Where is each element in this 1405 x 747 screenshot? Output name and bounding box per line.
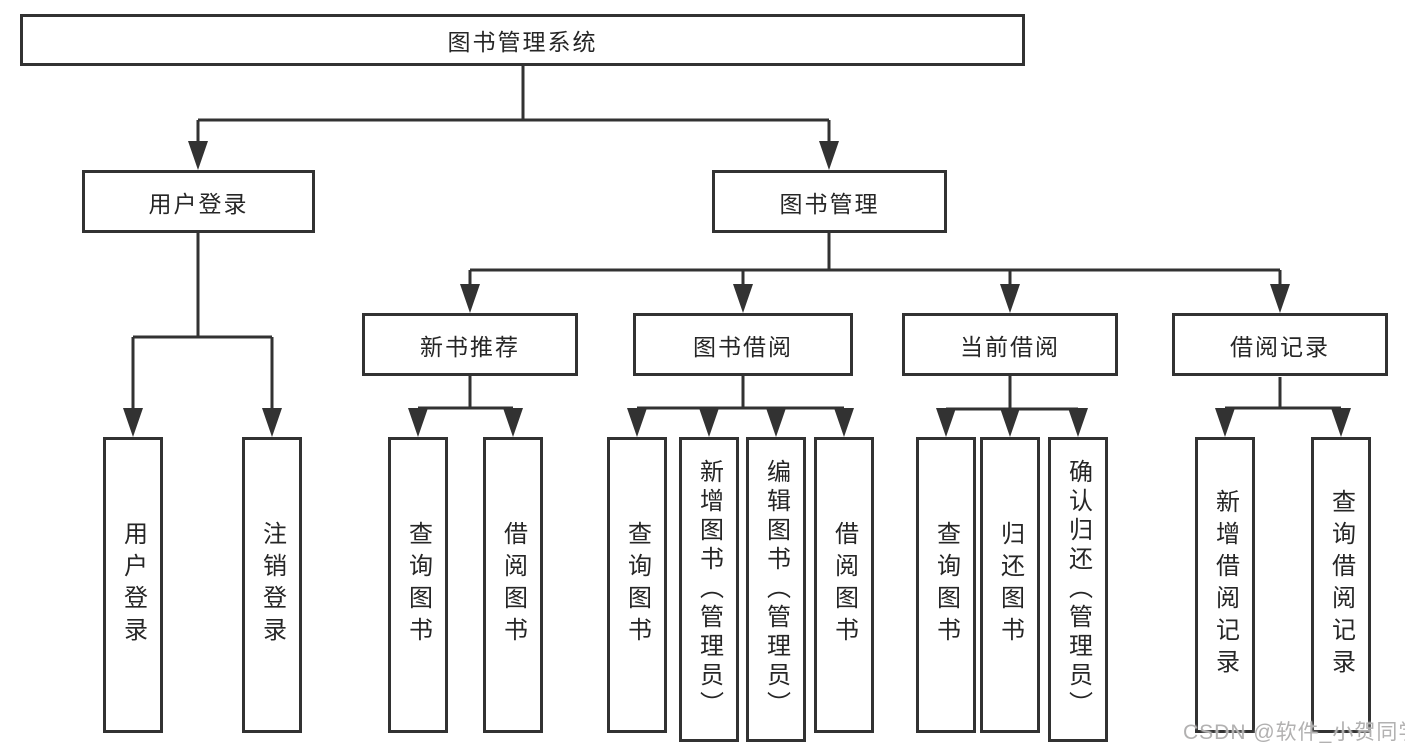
leaf-borrow-books-recommend: 借阅图书: [483, 437, 543, 733]
arrowhead: [699, 408, 719, 437]
node-new-book-recommend: 新书推荐: [362, 313, 578, 376]
wire-records-to-leaves: [1223, 377, 1343, 414]
arrowhead: [733, 284, 753, 313]
arrowhead: [1000, 284, 1020, 313]
leaf-confirm-return-admin: 确认归还（管理员）: [1048, 437, 1108, 742]
wire-borrowing-to-leaves: [635, 376, 846, 414]
arrowhead: [1000, 408, 1020, 437]
leaf-query-borrow-record: 查询借阅记录: [1311, 437, 1371, 733]
node-borrowing-records: 借阅记录: [1172, 313, 1388, 376]
arrowhead: [503, 408, 523, 437]
arrowhead: [819, 141, 839, 170]
leaf-edit-book-admin: 编辑图书（管理员）: [746, 437, 806, 742]
leaf-query-books-borrowing: 查询图书: [607, 437, 667, 733]
leaf-query-books-current: 查询图书: [916, 437, 976, 733]
arrowhead: [1331, 408, 1351, 437]
leaf-user-login: 用户登录: [103, 437, 163, 733]
leaf-add-book-admin: 新增图书（管理员）: [679, 437, 739, 742]
leaf-add-borrow-record: 新增借阅记录: [1195, 437, 1255, 733]
node-book-management: 图书管理: [712, 170, 947, 233]
wire-root-to-level2: [196, 66, 831, 146]
watermark: CSDN @软件_小贺同学: [1183, 721, 1405, 744]
leaf-logout: 注销登录: [242, 437, 302, 733]
arrowhead: [627, 408, 647, 437]
arrowhead: [123, 408, 143, 437]
wire-management-to-level3: [468, 233, 1282, 290]
arrowhead: [188, 141, 208, 170]
wire-recommend-to-leaves: [416, 376, 515, 414]
arrowhead: [834, 408, 854, 437]
arrowhead: [408, 408, 428, 437]
arrowhead: [1215, 408, 1235, 437]
node-book-borrowing: 图书借阅: [633, 313, 853, 376]
leaf-borrow-books-borrowing: 借阅图书: [814, 437, 874, 733]
arrowhead: [766, 408, 786, 437]
arrowhead: [262, 408, 282, 437]
arrowhead: [460, 284, 480, 313]
arrowhead: [1068, 408, 1088, 437]
node-current-borrowing: 当前借阅: [902, 313, 1118, 376]
leaf-query-books-recommend: 查询图书: [388, 437, 448, 733]
wire-login-to-leaves: [131, 233, 274, 414]
arrowhead: [936, 408, 956, 437]
node-library-system: 图书管理系统: [20, 14, 1025, 66]
arrowhead: [1270, 284, 1290, 313]
node-user-login: 用户登录: [82, 170, 315, 233]
leaf-return-books: 归还图书: [980, 437, 1040, 733]
